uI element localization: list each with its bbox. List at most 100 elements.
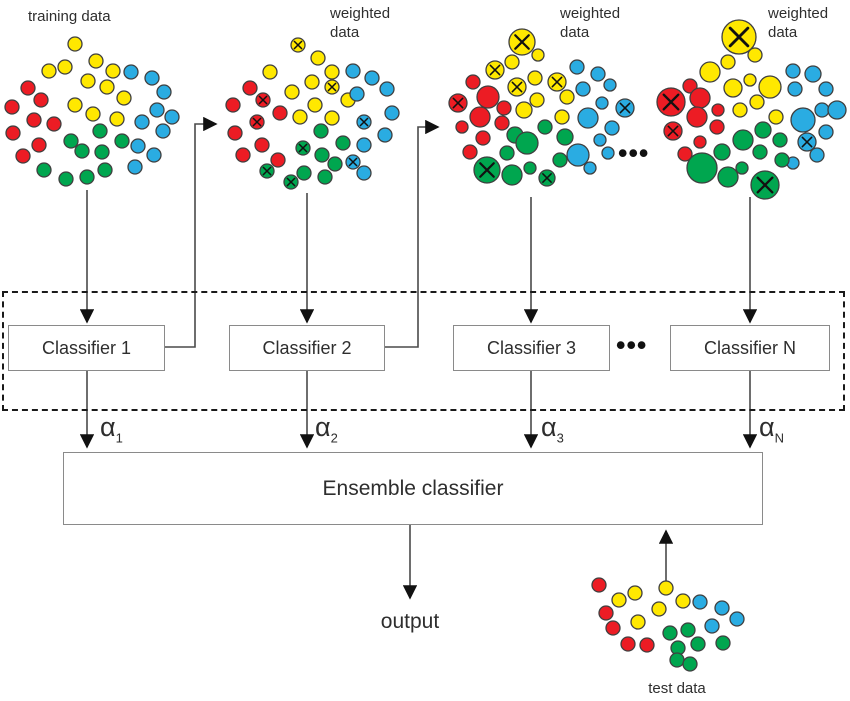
- x-mark: [327, 82, 337, 92]
- dot-red: [475, 130, 491, 146]
- alpha-1-label: α1: [100, 414, 123, 451]
- dot-blue: [364, 70, 380, 86]
- dot-red: [598, 605, 614, 621]
- dot-green: [713, 143, 731, 161]
- dot-green: [114, 133, 130, 149]
- dot-blue: [164, 109, 180, 125]
- dot-yellow: [732, 102, 748, 118]
- dot-yellow: [675, 593, 691, 609]
- dot-red: [254, 137, 270, 153]
- dot-red: [455, 120, 469, 134]
- x-mark: [298, 143, 308, 153]
- clusters-ellipsis: •••: [618, 138, 650, 168]
- dot-blue: [379, 81, 395, 97]
- dot-blue: [575, 81, 591, 97]
- dot-red: [693, 135, 707, 149]
- dot-yellow: [304, 74, 320, 90]
- dot-blue: [144, 70, 160, 86]
- dot-green: [63, 133, 79, 149]
- dot-blue: [569, 59, 585, 75]
- dot-yellow: [88, 53, 104, 69]
- classifier-1-box: Classifier 1: [8, 325, 165, 371]
- dot-green: [94, 144, 110, 160]
- dot-red: [31, 137, 47, 153]
- x-mark: [511, 81, 523, 93]
- dot-yellow: [651, 601, 667, 617]
- dot-blue: [692, 594, 708, 610]
- dot-red: [639, 637, 655, 653]
- dot-yellow: [627, 585, 643, 601]
- dot-yellow: [116, 90, 132, 106]
- dot-blue: [384, 105, 400, 121]
- dot-blue: [704, 618, 720, 634]
- dot-yellow: [743, 73, 757, 87]
- dot-yellow: [699, 61, 721, 83]
- dot-blue: [593, 133, 607, 147]
- dot-green: [515, 131, 539, 155]
- dot-red: [235, 147, 251, 163]
- alpha-n-label: αN: [759, 414, 784, 451]
- dot-red: [605, 620, 621, 636]
- dot-blue: [590, 66, 606, 82]
- dot-yellow: [658, 580, 674, 596]
- dot-green: [682, 656, 698, 672]
- dot-blue: [156, 84, 172, 100]
- ensemble-classifier-label: Ensemble classifier: [322, 476, 504, 500]
- alpha-symbol: α: [541, 412, 557, 442]
- alpha-symbol: α: [100, 412, 116, 442]
- x-mark: [286, 177, 296, 187]
- dot-yellow: [611, 592, 627, 608]
- dot-green: [732, 129, 754, 151]
- dot-blue: [356, 165, 372, 181]
- dot-yellow: [85, 106, 101, 122]
- dot-red: [677, 146, 693, 162]
- label-line: weighted: [768, 5, 829, 22]
- dot-green: [552, 152, 568, 168]
- test-data-label: test data: [648, 680, 706, 697]
- x-mark: [662, 93, 680, 111]
- dot-blue: [787, 81, 803, 97]
- label-line: data: [768, 24, 798, 41]
- dot-red: [20, 80, 36, 96]
- dot-red: [689, 87, 711, 109]
- classifier-group-dashed-box: [2, 291, 845, 411]
- weighted-data-label-2: weighted data: [560, 4, 620, 42]
- dot-yellow: [758, 75, 782, 99]
- x-mark: [258, 95, 268, 105]
- dot-blue: [583, 161, 597, 175]
- flow-arrow: [385, 119, 440, 348]
- dot-yellow: [324, 64, 340, 80]
- x-mark: [728, 26, 750, 48]
- dot-yellow: [109, 111, 125, 127]
- dot-yellow: [554, 109, 570, 125]
- dot-green: [774, 152, 790, 168]
- dot-blue: [804, 65, 822, 83]
- dot-green: [296, 165, 312, 181]
- dot-blue: [604, 120, 620, 136]
- dot-yellow: [515, 101, 533, 119]
- dot-red: [26, 112, 42, 128]
- dot-blue: [603, 78, 617, 92]
- dot-red: [227, 125, 243, 141]
- dot-red: [15, 148, 31, 164]
- dot-red: [682, 78, 698, 94]
- dot-red: [591, 577, 607, 593]
- alpha-symbol: α: [315, 412, 331, 442]
- dot-yellow: [57, 59, 73, 75]
- dot-yellow: [749, 94, 765, 110]
- dot-red: [465, 74, 481, 90]
- dot-yellow: [559, 89, 575, 105]
- dot-blue: [818, 124, 834, 140]
- dot-yellow: [80, 73, 96, 89]
- x-mark: [293, 40, 303, 50]
- dot-green: [669, 652, 685, 668]
- dot-red: [496, 100, 512, 116]
- x-mark: [667, 125, 679, 137]
- dot-yellow: [284, 84, 300, 100]
- dot-red: [494, 115, 510, 131]
- dot-yellow: [307, 97, 323, 113]
- dot-blue: [577, 107, 599, 129]
- dot-yellow: [529, 92, 545, 108]
- dot-blue: [345, 63, 361, 79]
